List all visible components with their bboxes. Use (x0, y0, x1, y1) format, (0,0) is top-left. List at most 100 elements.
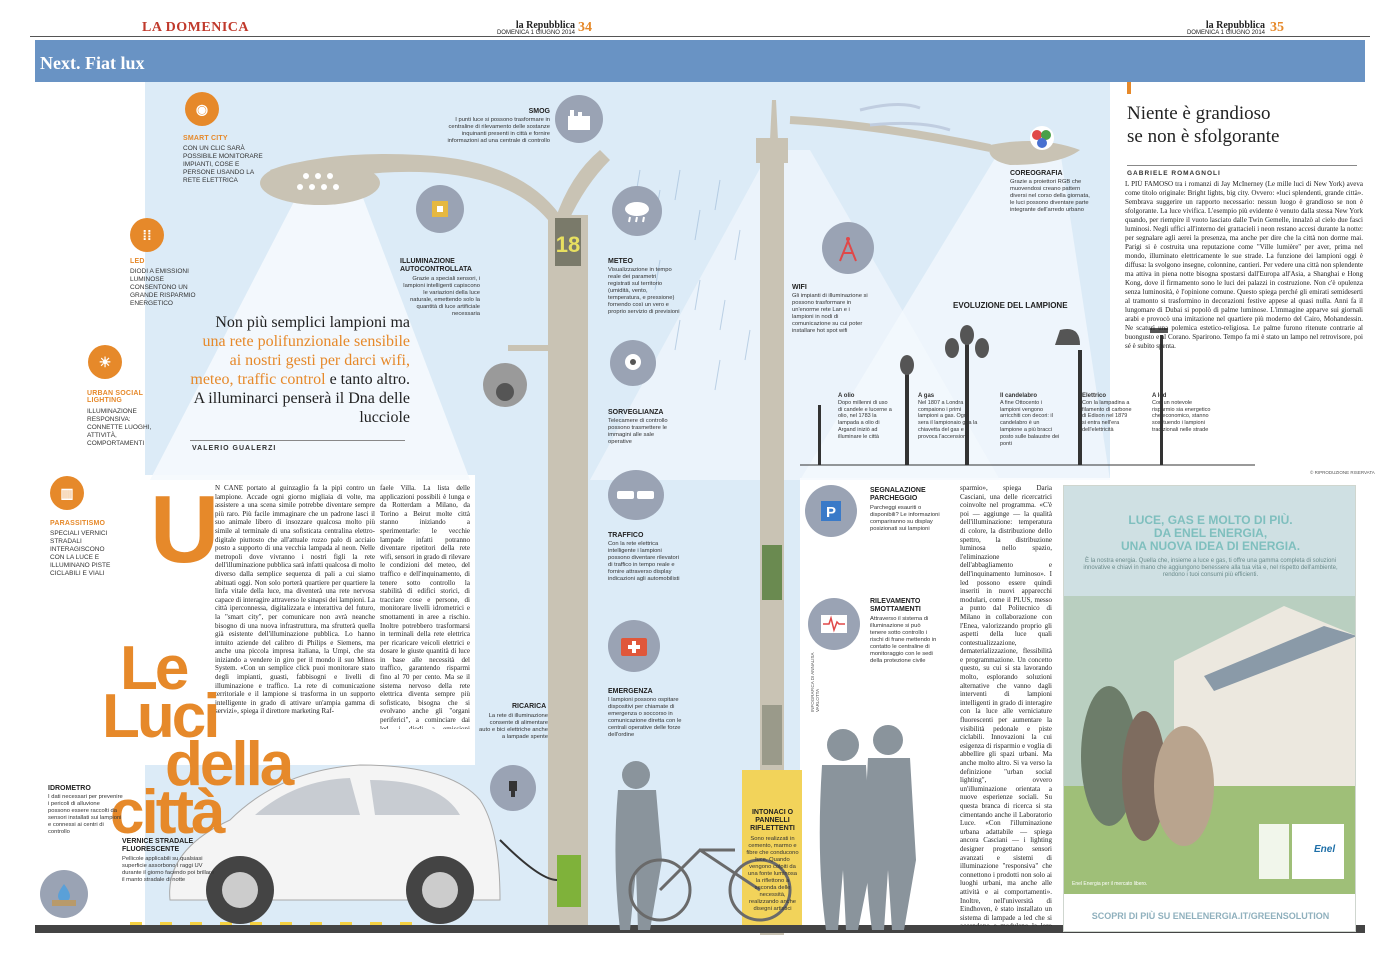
big-title: Le Luci della città (102, 634, 294, 847)
evo-candelabro-name: Il candelabro (1000, 393, 1038, 399)
cars-icon (608, 470, 664, 520)
illuminazione-title: ILLUMINAZIONE AUTOCONTROLLATA (400, 258, 472, 273)
sorveglianza-text: Telecamere di controllo possono trasmett… (608, 418, 668, 445)
article-panel (145, 475, 475, 765)
article-column-1: N CANE portato al guinzaglio fa la pipì … (215, 484, 375, 716)
ad-headline-3: UNA NUOVA IDEA DI ENERGIA. (1120, 539, 1301, 553)
evo-olio-name: A olio (838, 393, 855, 399)
evo-candelabro-text: A fine Ottocento i lampioni vengono arri… (1000, 399, 1060, 447)
evolution-title: EVOLUZIONE DEL LAMPIONE (953, 301, 1068, 310)
vernice-title: VERNICE STRADALE FLUORESCENTE (122, 838, 194, 853)
section-label: Next. Fiat lux (40, 53, 145, 73)
smottamenti-text: Attraverso il sistema di illuminazione s… (870, 616, 937, 664)
right-byline-rule (1127, 165, 1357, 166)
ad-headline-1: LUCE, GAS E MOLTO DI PIÙ. (1128, 513, 1293, 527)
masthead-rule (30, 36, 1370, 37)
right-article-column-2: sparmio», spiega Daria Casciani, una del… (960, 484, 1052, 926)
intonaci-text: Sono realizzati in cemento, marmo e fibr… (746, 836, 799, 912)
newspaper-name-right: la Repubblica (1205, 20, 1265, 31)
right-article-column: L PIÙ FAMOSO tra i romanzi di Jay McIner… (1125, 180, 1363, 350)
evo-olio-text: Dopo millenni di uso di candele e lucern… (838, 399, 892, 440)
plug-icon (490, 765, 536, 811)
factory-icon (555, 95, 603, 143)
evo-gas-name: A gas (918, 393, 935, 399)
ricarica-text: La rete di illuminazione consente di ali… (479, 713, 548, 740)
paint-icon: ▥ (50, 476, 84, 510)
coreografia-title: COREOGRAFIA (1010, 170, 1063, 177)
water-level-icon (40, 870, 88, 918)
headline-post: e tanto altro. A illuminarci penserà il … (193, 371, 410, 426)
illuminazione-text: Grazie a speciali sensori, i lampioni in… (403, 276, 480, 317)
section-band (35, 40, 1365, 82)
evo-led-text: Con un notevole risparmio sia energetico… (1152, 399, 1211, 433)
parcheggio-title: SEGNALAZIONE PARCHEGGIO (870, 487, 926, 502)
byline: VALERIO GUALERZI (192, 445, 277, 452)
ad-small-text: Enel Energia per il mercato libero. (1072, 881, 1148, 887)
coreografia-text: Grazie a proiettori RGB che muovendosi c… (1010, 179, 1090, 213)
headline-highlight: una rete polifunzionale sensibile ai nos… (190, 333, 410, 388)
title-line-1: Le (120, 634, 189, 703)
title-line-2: Luci (102, 682, 220, 751)
weather-icon (612, 186, 662, 236)
title-line-4: città (110, 778, 225, 847)
evo-gas-text: Nel 1807 a Londra compaiono i primi lamp… (918, 399, 978, 440)
date-left: DOMENICA 1 GIUGNO 2014 (496, 30, 575, 36)
antenna-icon (822, 222, 874, 274)
first-aid-icon (608, 620, 660, 672)
ad-footer-link[interactable]: SCOPRI DI PIÙ SU ENELENERGIA.IT/GREENSOL… (1091, 911, 1330, 921)
meteo-text: Visualizzazione in tempo reale dei param… (608, 267, 680, 315)
title-line-3: della (165, 730, 294, 799)
emergenza-text: I lampioni possono ospitare dispositivi … (608, 697, 682, 738)
parassitismo-title: PARASSITISMO (50, 520, 106, 527)
smog-title: SMOG (528, 108, 550, 115)
ad-subtext: È la nostra energia. Quella che, insieme… (1083, 558, 1338, 578)
right-text-panel (1110, 82, 1365, 482)
parcheggio-text: Parcheggi esauriti o disponibili? Le inf… (870, 505, 940, 532)
infographic-credit: INFOGRAFICA DI ANNALISA VARLOTTA (810, 652, 820, 712)
parking-icon: P (805, 485, 857, 537)
page-number-left: 34 (578, 20, 592, 35)
evo-led-name: A led (1152, 393, 1167, 399)
seismograph-icon (808, 598, 860, 650)
svg-text:P: P (826, 504, 836, 521)
traffico-text: Con la rete elettrica intelligente i lam… (608, 541, 680, 582)
urban-lighting-title: URBAN SOCIAL LIGHTING (87, 390, 143, 404)
title-accent (1127, 82, 1131, 94)
byline-rule (190, 440, 405, 441)
article-column-2: faele Villa. La lista delle applicazioni… (380, 484, 470, 729)
urban-lighting-text: ILLUMINAZIONE RESPONSIVA: CONNETTE LUOGH… (87, 408, 152, 447)
section-masthead: LA DOMENICA (142, 20, 250, 35)
wifi-text: Gli impianti di illuminazione si possono… (792, 293, 868, 334)
enel-advertisement[interactable]: LUCE, GAS E MOLTO DI PIÙ. DA ENEL ENERGI… (1063, 485, 1356, 932)
smart-city-text: CON UN CLIC SARÀ POSSIBILE MONITORARE IM… (183, 145, 263, 184)
right-byline: GABRIELE ROMAGNOLI (1127, 170, 1221, 177)
ad-photo (1064, 486, 1355, 931)
ad-headline-2: DA ENEL ENERGIA, (1153, 526, 1268, 540)
meteo-title: METEO (608, 258, 633, 265)
smog-text: I punti luce si possono trasformare in c… (447, 117, 550, 144)
main-headline: Non più semplici lampioni ma una rete po… (190, 313, 410, 427)
idrometro-title: IDROMETRO (48, 785, 91, 792)
right-title-line-1: Niente è grandioso (1127, 103, 1271, 124)
webcam-icon (610, 340, 656, 386)
evo-elettrico-name: Elettrico (1082, 393, 1107, 399)
led-title: LED (130, 258, 145, 265)
sorveglianza-title: SORVEGLIANZA (608, 409, 664, 416)
smart-city-title: SMART CITY (183, 135, 228, 142)
led-text: DIODI A EMISSIONI LUMINOSE CONSENTONO UN… (130, 268, 196, 307)
page-number-right: 35 (1270, 20, 1284, 35)
drop-cap: U (150, 476, 220, 583)
headline-pre: Non più semplici lampioni ma (215, 314, 410, 331)
intonaci-title: INTONACI O PANNELLI RIFLETTENTI (750, 809, 795, 832)
lightbulb-icon: ☀ (88, 345, 122, 379)
date-right: DOMENICA 1 GIUGNO 2014 (1186, 30, 1265, 36)
smottamenti-title: RILEVAMENTO SMOTTAMENTI (870, 598, 921, 613)
svg-text:18: 18 (556, 232, 580, 257)
mouse-icon: ◉ (185, 92, 219, 126)
